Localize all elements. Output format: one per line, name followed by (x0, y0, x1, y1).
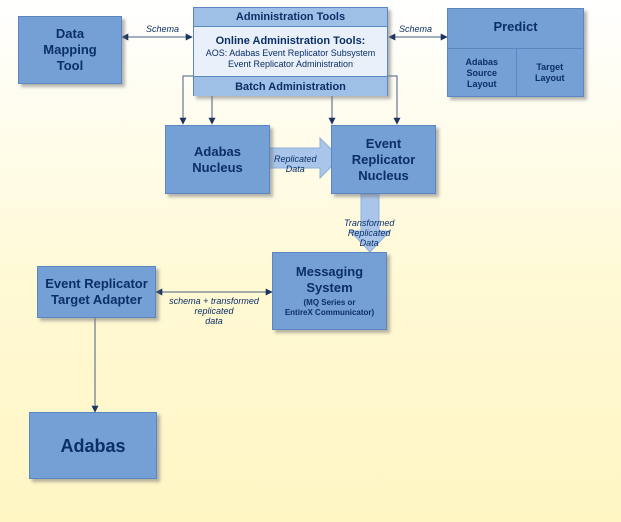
online-admin-line2: Event Replicator Administration (227, 58, 354, 69)
transformed-line3: Data (359, 238, 379, 248)
administration-tools-box: Administration Tools Online Administrati… (193, 7, 388, 96)
source-layout-line3: Layout (466, 78, 497, 89)
event-replicator-nucleus-box: Event Replicator Nucleus (331, 125, 436, 194)
transformed-line2: Replicated (347, 228, 391, 238)
transformed-line1: Transformed (344, 218, 395, 228)
target-layout-line2: Layout (534, 73, 565, 83)
schema-transformed-line3: data (205, 316, 223, 326)
schema-transformed-line1: schema + transformed (169, 296, 259, 306)
target-layout: Target Layout (516, 49, 584, 97)
adabas-nucleus-box: Adabas Nucleus (165, 125, 270, 194)
messaging-sub1: (MQ Series or (303, 298, 356, 307)
messaging-system-box: Messaging System (MQ Series or EntireX C… (272, 252, 387, 330)
administration-tools-title: Administration Tools (194, 8, 387, 27)
messaging-line1: Messaging (295, 264, 364, 279)
replicated-data-label: Replicated Data (274, 154, 317, 174)
predict-box: Predict Adabas Source Layout Target Layo… (447, 8, 584, 97)
predict-title: Predict (493, 19, 538, 34)
adabas-source-layout: Adabas Source Layout (448, 49, 516, 97)
data-mapping-tool-box: Data Mapping Tool (18, 16, 122, 84)
predict-divider-v (516, 49, 517, 97)
admin-right-to-event-nucleus-line (388, 75, 401, 125)
replicated-data-arrow (261, 136, 341, 180)
adabas-label: Adabas (60, 435, 126, 456)
adabas-nucleus-line2: Nucleus (192, 159, 243, 175)
transformed-data-label: Transformed Replicated Data (344, 218, 394, 248)
batch-administration: Batch Administration (194, 77, 387, 96)
target-layout-line1: Target (536, 62, 564, 72)
online-administration-tools: Online Administration Tools: AOS: Adabas… (194, 27, 387, 77)
replicated-data-line2: Data (285, 164, 305, 174)
replicated-data-line1: Replicated (274, 154, 317, 164)
online-admin-title: Online Administration Tools: (215, 34, 366, 47)
schema-right-label: Schema (399, 24, 433, 34)
adabas-nucleus-line1: Adabas (194, 143, 241, 159)
event-nucleus-line1: Event (365, 135, 402, 151)
source-layout-line1: Adabas (465, 56, 498, 67)
source-layout-line2: Source (466, 67, 497, 78)
predict-divider-h (448, 48, 583, 49)
target-adapter-line2: Target Adapter (50, 292, 142, 307)
schema-transformed-line2: replicated (194, 306, 234, 316)
online-admin-line1: AOS: Adabas Event Replicator Subsystem (205, 47, 376, 58)
schema-left-label: Schema (146, 24, 180, 34)
target-adapter-line1: Event Replicator (45, 276, 148, 291)
messaging-sub2: EntireX Communicator) (284, 308, 375, 317)
adabas-box: Adabas (29, 412, 157, 479)
event-nucleus-line2: Replicator (351, 151, 416, 167)
messaging-line2: System (306, 280, 353, 295)
event-nucleus-line3: Nucleus (358, 167, 409, 183)
target-adapter-box: Event Replicator Target Adapter (37, 266, 156, 318)
data-mapping-tool-label: Data Mapping Tool (43, 26, 97, 73)
schema-transformed-label: schema + transformed replicated data (160, 296, 268, 326)
transformed-data-arrow (348, 193, 392, 253)
